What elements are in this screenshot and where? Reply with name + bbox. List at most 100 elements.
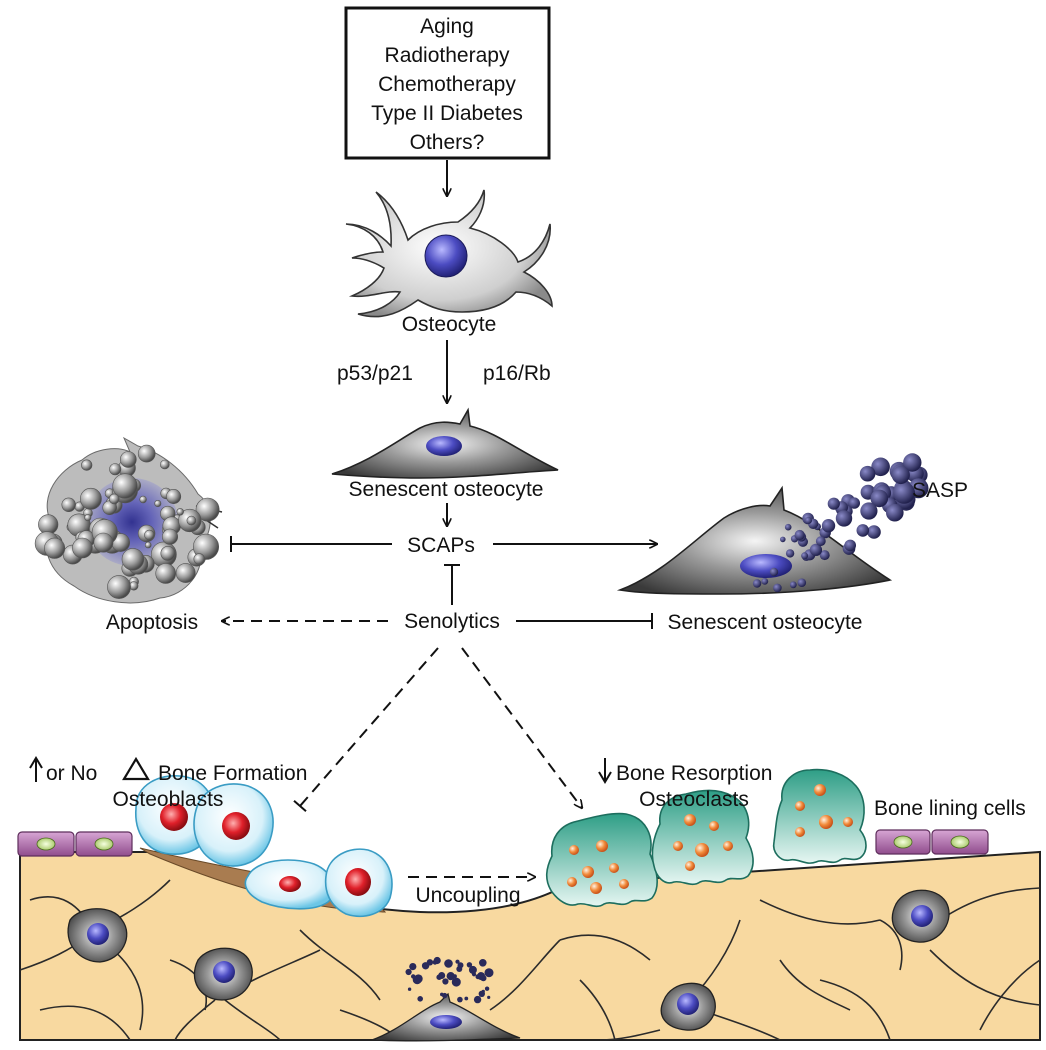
bone-osteocyte-4: [891, 889, 950, 943]
osteoclast-1: [545, 812, 658, 908]
bone-sasp-dot: [479, 959, 487, 967]
sasp-dot: [891, 465, 910, 485]
bone-formation-suffix: Bone Formation: [158, 762, 307, 785]
sasp-dot: [801, 552, 809, 560]
delta-icon: [122, 756, 150, 781]
apoptotic-bleb: [193, 533, 220, 560]
bone-sasp-dot: [457, 996, 463, 1003]
sasp-dot: [860, 502, 878, 520]
senescent-osteocyte-center: [331, 407, 559, 479]
sasp-dot: [859, 465, 876, 482]
bone-senescent-osteocyte: [371, 992, 521, 1042]
apoptotic-bleb: [186, 515, 197, 526]
osteocyte-label: Osteocyte: [402, 313, 497, 336]
sasp-label: SASP: [912, 479, 968, 502]
osteoblast-3: [244, 859, 335, 910]
senolytics-label: Senolytics: [404, 610, 500, 633]
sasp-dot: [769, 567, 779, 577]
cause-chemotherapy: Chemotherapy: [378, 73, 516, 96]
apoptotic-bleb: [193, 553, 205, 565]
sasp-dot: [780, 536, 786, 543]
bone-sasp-dot: [455, 959, 460, 964]
apoptotic-bleb: [144, 529, 155, 541]
osteoblast-4: [324, 848, 393, 918]
apoptotic-bleb: [144, 541, 152, 549]
osteocyte-nucleus: [424, 234, 468, 278]
sasp-dot: [761, 578, 769, 585]
bone-sasp-dot: [414, 974, 423, 983]
sasp-dot: [827, 497, 840, 510]
sasp-dot: [804, 516, 813, 525]
osteoclast-2: [651, 789, 754, 886]
apoptotic-bleb: [154, 499, 162, 507]
bone-sasp-dot: [407, 987, 412, 991]
apoptotic-bleb: [155, 563, 176, 584]
bone-osteocyte-2: [193, 947, 253, 1001]
bone-sasp-dot: [487, 995, 491, 1000]
senescent-right-nucleus: [740, 554, 792, 578]
bone-sasp-dot: [464, 996, 469, 1001]
scaps-label: SCAPs: [407, 534, 475, 557]
apoptotic-bleb: [112, 473, 138, 499]
sasp-dot: [789, 581, 797, 589]
apoptotic-bleb: [44, 537, 66, 559]
senescent-osteocyte-center-label: Senescent osteocyte: [349, 478, 544, 501]
bone-sasp-dot: [438, 972, 446, 979]
apoptosis-label: Apoptosis: [106, 611, 198, 634]
apoptotic-bleb: [176, 508, 184, 516]
apoptotic-bleb: [107, 575, 131, 599]
cause-type2-diabetes: Type II Diabetes: [371, 102, 523, 125]
bone-sasp-dot: [447, 962, 451, 967]
apoptotic-bleb: [139, 495, 147, 504]
bone-sasp-dot: [478, 990, 485, 997]
apoptotic-bleb: [109, 463, 122, 476]
sasp-dot: [773, 583, 782, 593]
bone-sasp-dots: [405, 956, 494, 1004]
sasp-dot: [815, 536, 826, 547]
bone-sasp-dot: [484, 986, 490, 991]
pathway-p53-p21: p53/p21: [337, 362, 413, 385]
sasp-dot: [844, 539, 856, 552]
bone-formation-prefix: or No: [46, 762, 97, 785]
bone-sasp-dot: [451, 977, 461, 987]
sasp-dot: [797, 578, 807, 587]
bone-sasp-dot: [446, 972, 455, 981]
sasp-dot: [871, 457, 890, 477]
apoptotic-bleb: [160, 459, 170, 470]
bone-sasp-dot: [466, 962, 473, 968]
sasp-dot: [870, 489, 889, 508]
sasp-secretion-dots: [752, 453, 929, 593]
sasp-dot: [819, 550, 830, 561]
bone-lining-cells-right: [875, 829, 989, 855]
bone-sasp-dot: [432, 959, 438, 965]
cause-radiotherapy: Radiotherapy: [385, 44, 510, 67]
senolytics-to-osteoblasts: [293, 647, 439, 813]
bone-sasp-dot: [442, 978, 449, 985]
apoptotic-bleb: [175, 563, 196, 583]
bone-sasp-dot: [484, 968, 494, 978]
bone-sasp-dot: [417, 996, 424, 1002]
sasp-dot: [784, 523, 792, 531]
sasp-dot: [848, 497, 860, 509]
bone-sasp-dot: [421, 962, 430, 970]
sasp-dot: [785, 549, 795, 558]
osteoblast-2: [193, 783, 274, 867]
apoptotic-bleb: [84, 514, 92, 522]
senescent-osteocyte-sasp-cell: [616, 485, 893, 595]
bone-formation-heading: or No Bone Formation: [29, 756, 307, 785]
sasp-dot: [903, 453, 922, 472]
bone-sasp-dot: [405, 968, 412, 976]
sasp-dot: [752, 579, 762, 588]
bone-matrix: [19, 850, 1041, 1041]
apoptotic-bleb: [137, 444, 156, 463]
bone-resorption-heading: Bone Resorption: [598, 758, 772, 785]
apoptotic-bleb: [61, 497, 76, 512]
sasp-dot: [867, 525, 881, 539]
apoptotic-bleb: [108, 493, 120, 505]
cause-others: Others?: [410, 131, 485, 154]
bone-osteocyte-3: [660, 982, 716, 1031]
sasp-dot: [809, 543, 823, 556]
apoptotic-bleb: [72, 537, 93, 559]
apoptotic-bleb: [80, 487, 102, 510]
